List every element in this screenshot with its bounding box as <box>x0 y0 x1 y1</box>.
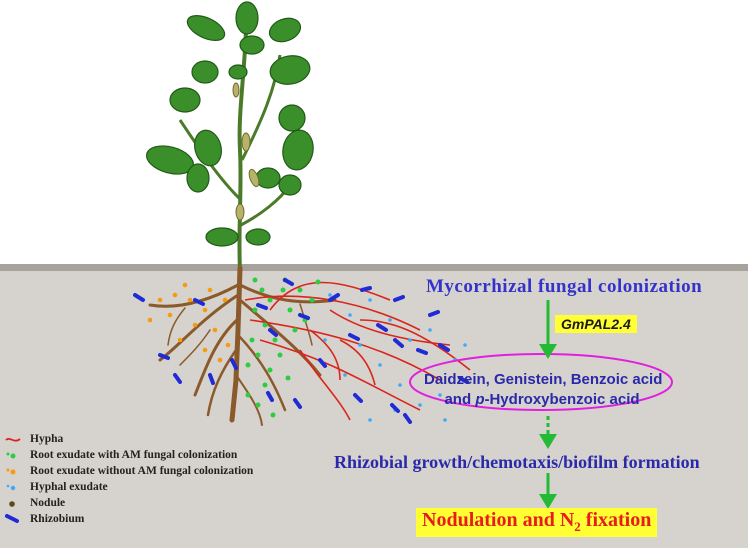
root-system <box>148 265 337 426</box>
compounds-line-1: Daidzein, Genistein, Benzoic acid <box>424 371 663 388</box>
green-exudate-icon <box>10 453 16 459</box>
compounds-line-2: and p-Hydroxybenzoic acid <box>424 391 660 408</box>
legend-label: Hypha <box>30 433 64 445</box>
legend-label: Root exudate without AM fungal colonizat… <box>30 465 254 477</box>
step-rhizobial-growth: Rhizobial growth/chemotaxis/biofilm form… <box>334 452 700 472</box>
compounds-line-2-prefix: and <box>444 391 476 408</box>
legend-label: Nodule <box>30 497 66 509</box>
legend-label: Hyphal exudate <box>30 481 108 493</box>
soil-background <box>0 268 748 548</box>
soil-surface <box>0 264 748 271</box>
compounds-line-2-suffix: -Hydroxybenzoic acid <box>484 391 640 408</box>
gene-label: GmPAL2.4 <box>555 315 637 333</box>
compounds-line-2-italic: p <box>475 391 485 408</box>
nodule-icon <box>9 501 15 507</box>
rhizobia <box>133 278 469 424</box>
blue-exudate-icon <box>10 485 16 491</box>
step-mycorrhizal-colonization: Mycorrhizal fungal colonization <box>426 276 703 297</box>
compound-ellipse <box>409 353 673 411</box>
hypha-icon <box>5 437 21 442</box>
rhizobium-icon <box>5 514 19 523</box>
orange-exudates <box>147 282 231 363</box>
orange-exudate-icon <box>10 469 16 475</box>
legend-label: Root exudate with AM fungal colonization <box>30 449 238 461</box>
flow-arrows <box>539 300 557 509</box>
step-nodulation: Nodulation and N2 fixation <box>416 508 658 537</box>
soybean-plant <box>145 1 314 271</box>
nodulation-end: fixation <box>580 509 652 531</box>
nodulation-main: Nodulation and N <box>422 509 575 531</box>
legend-icons <box>5 437 21 523</box>
nodulation-sub: 2 <box>574 519 581 534</box>
legend-label: Rhizobium <box>30 513 85 525</box>
